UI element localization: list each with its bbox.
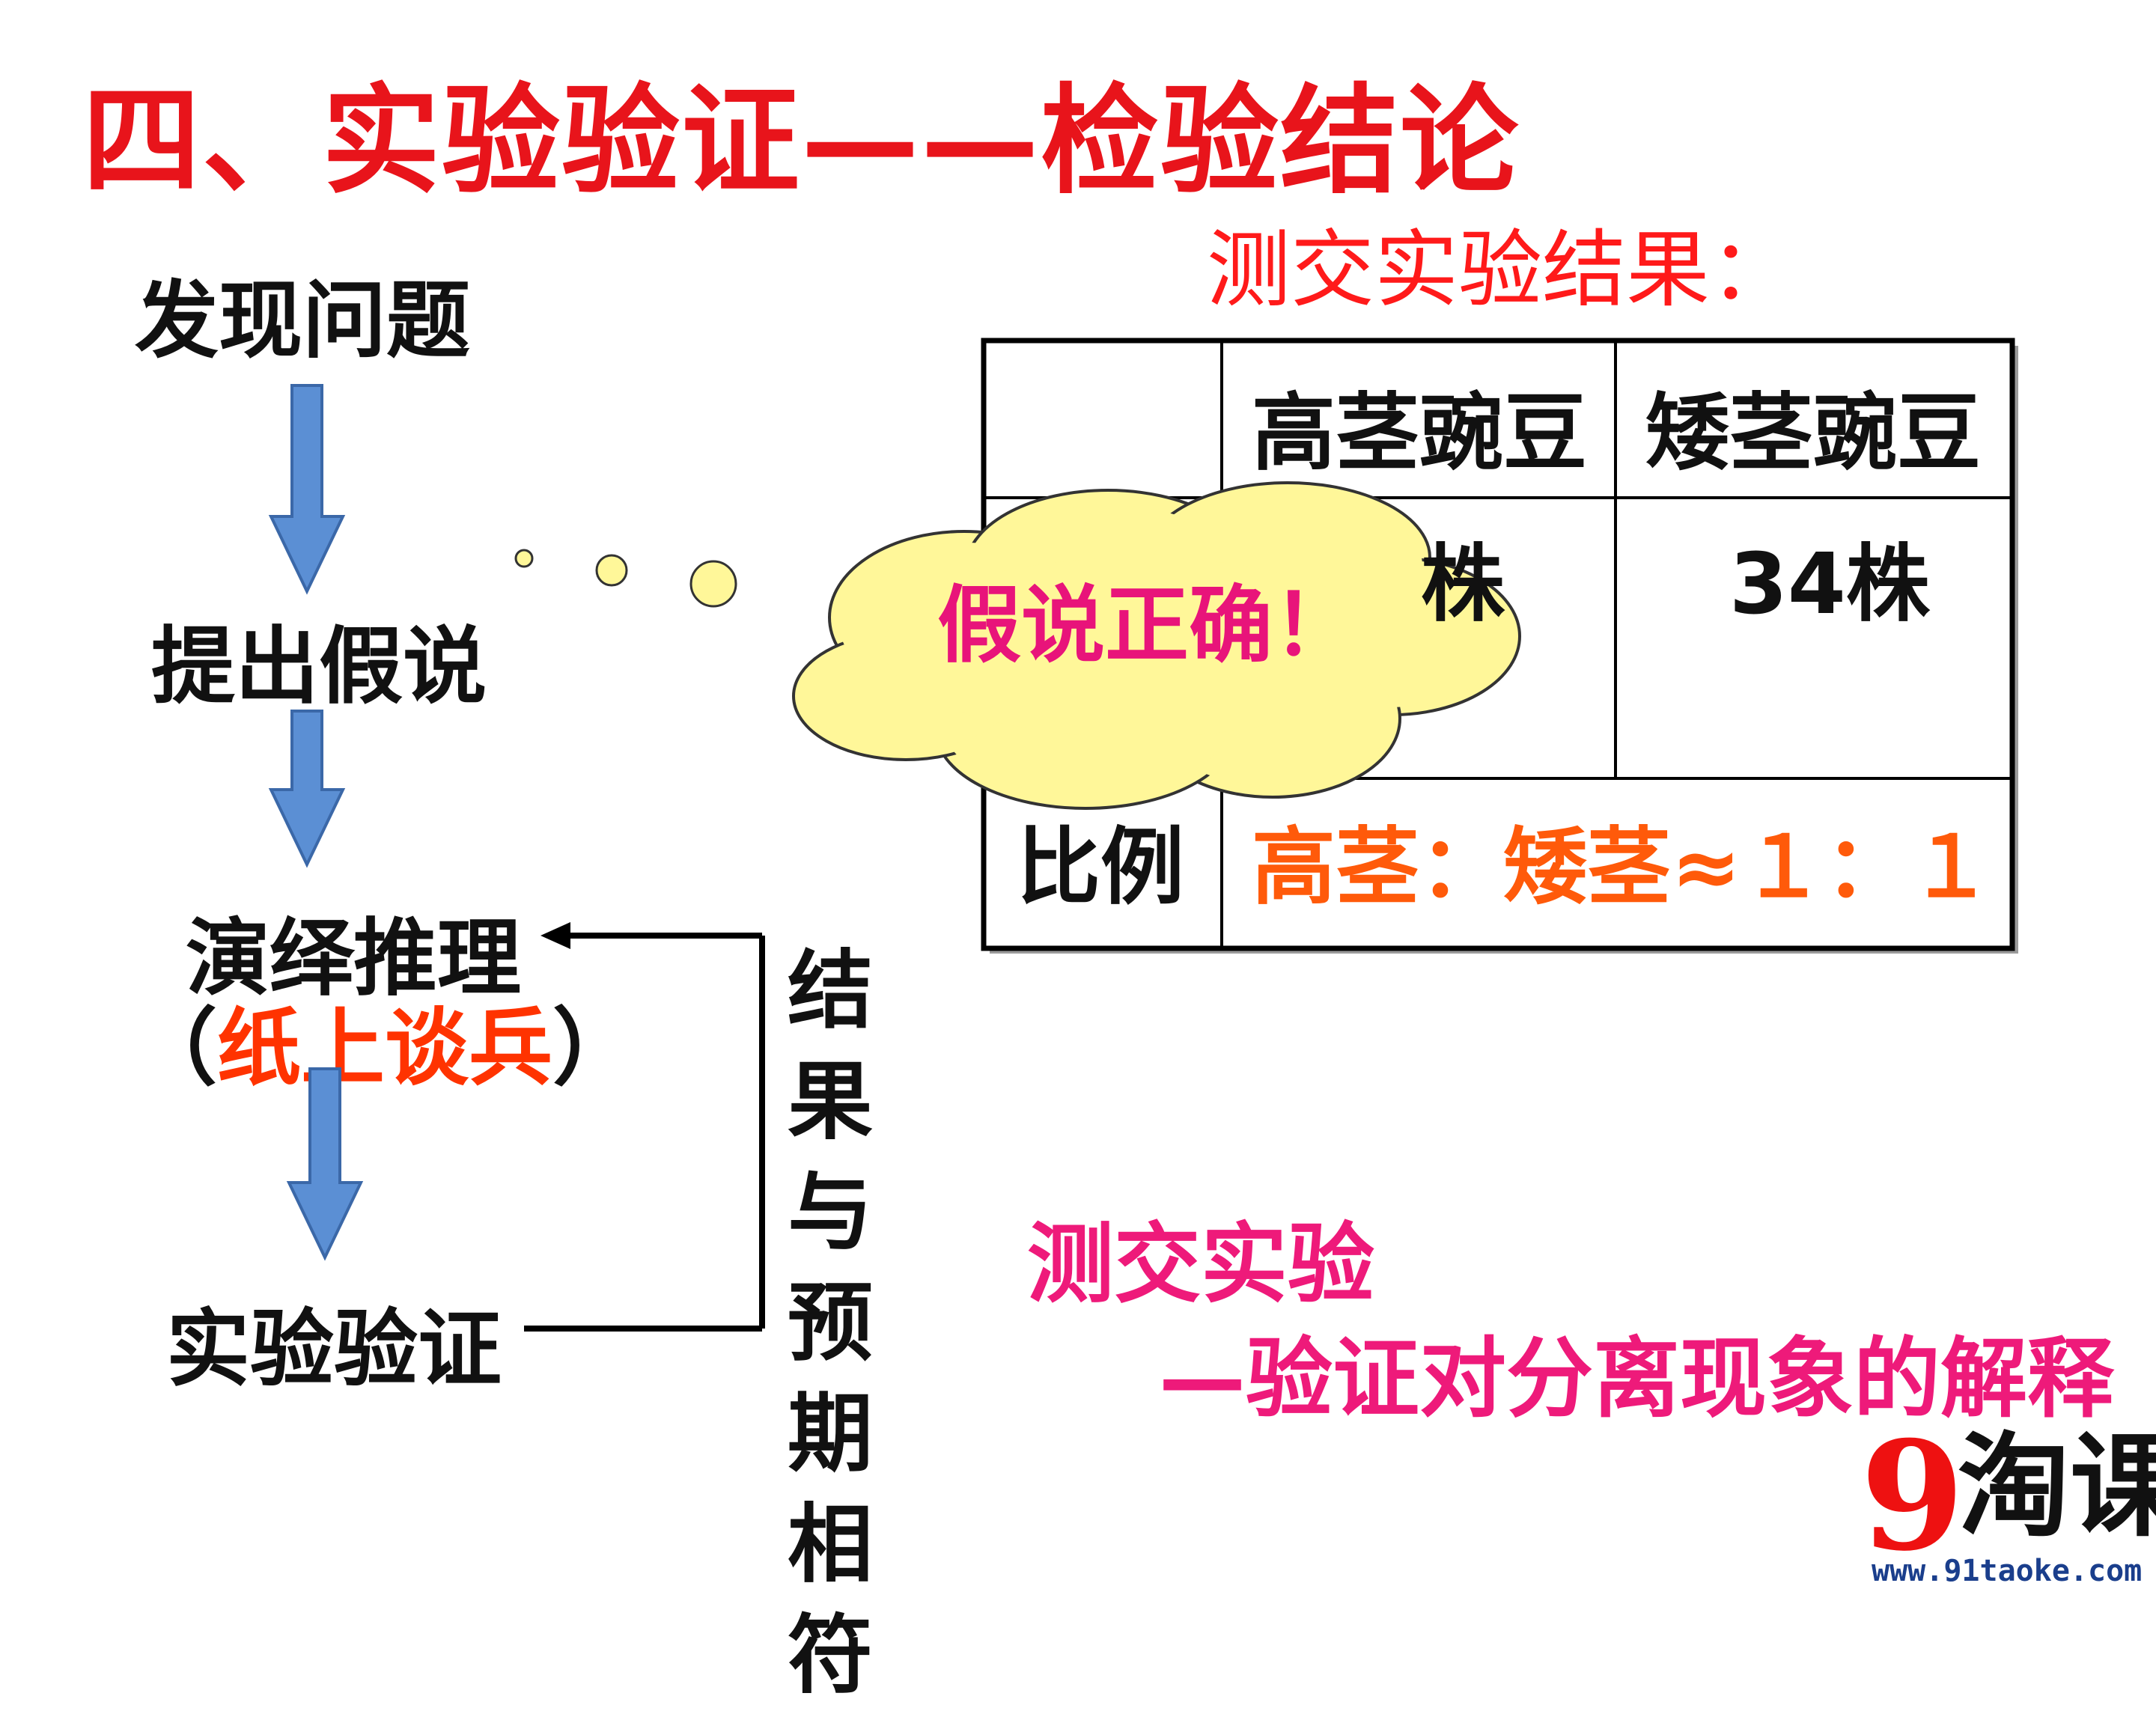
count-tall-partial: 株 xyxy=(1421,536,1505,633)
slide-title: 四、实验验证——检验结论 xyxy=(82,73,1520,210)
hypothesis-correct-text: 假说正确！ xyxy=(937,577,1356,674)
feedback-bracket xyxy=(524,933,765,1332)
paren-note-text: 纸上谈兵 xyxy=(217,1000,552,1097)
ratio-value: 高茎：矮茎≈１：１ xyxy=(1252,819,1993,916)
step-deductive-reasoning: 演绎推理 xyxy=(186,910,521,1007)
arrow-left-icon xyxy=(540,922,570,949)
count-short: 34株 xyxy=(1729,536,1930,633)
conclusion-line1: 测交实验 xyxy=(1027,1214,1374,1315)
down-arrow-icon xyxy=(268,384,346,595)
logo-name: 淘课 xyxy=(1958,1422,2156,1552)
down-arrow-icon xyxy=(268,710,346,868)
thought-dots xyxy=(514,549,737,608)
logo-number: 9 xyxy=(1860,1409,1965,1585)
step-experiment-verify: 实验验证 xyxy=(166,1301,502,1398)
col-header-tall: 高茎豌豆 xyxy=(1252,385,1587,482)
paren-close: ） xyxy=(552,1000,636,1097)
step-discover-problem: 发现问题 xyxy=(135,272,470,370)
table-heading: 测交实验结果： xyxy=(1207,222,1794,319)
paren-note: （纸上谈兵） xyxy=(133,980,636,1102)
logo-url: www.91taoke.com xyxy=(1872,1554,2143,1588)
slide-graphics xyxy=(268,338,2018,1332)
col-header-short: 矮茎豌豆 xyxy=(1645,385,1981,482)
cloud-fill xyxy=(805,498,1508,796)
step-propose-hypothesis: 提出假说 xyxy=(151,618,487,716)
ratio-label: 比例 xyxy=(1017,819,1184,916)
paren-open: （ xyxy=(133,1000,217,1097)
down-arrow-icon xyxy=(286,1067,364,1261)
conclusion-line2: —验证对分离现象的解释 xyxy=(1159,1329,2114,1430)
